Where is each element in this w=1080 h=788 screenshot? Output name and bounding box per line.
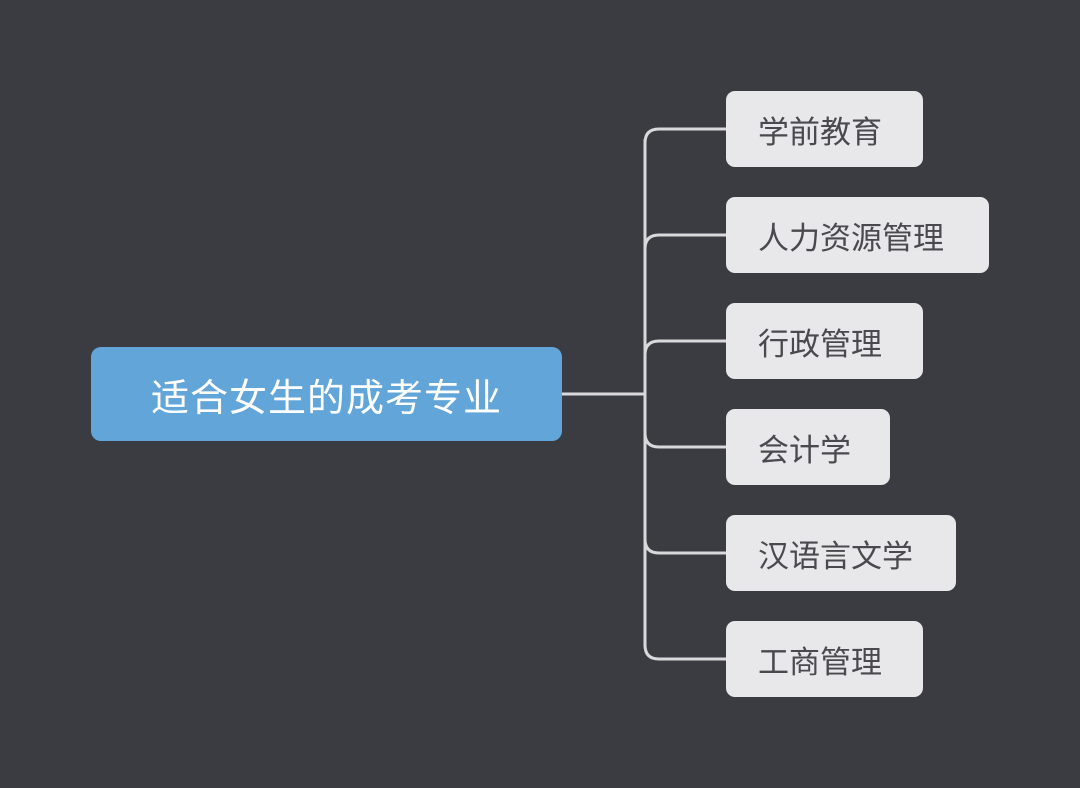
branch-node-4[interactable]: 会计学 (726, 409, 890, 485)
root-node-label: 适合女生的成考专业 (150, 375, 502, 420)
connector-branch-4 (643, 431, 728, 449)
branch-node-label: 人力资源管理 (758, 220, 944, 257)
connector-branch-1 (643, 127, 728, 145)
branch-node-label: 行政管理 (758, 326, 882, 363)
branch-node-label: 汉语言文学 (758, 538, 913, 575)
branch-node-2[interactable]: 人力资源管理 (726, 197, 989, 273)
branch-node-label: 学前教育 (758, 114, 882, 151)
connector-branch-6 (643, 643, 728, 661)
branch-node-5[interactable]: 汉语言文学 (726, 515, 956, 591)
branch-node-label: 会计学 (758, 432, 851, 469)
connector-branch-3 (643, 339, 728, 357)
branch-node-6[interactable]: 工商管理 (726, 621, 923, 697)
branch-node-1[interactable]: 学前教育 (726, 91, 923, 167)
branch-node-3[interactable]: 行政管理 (726, 303, 923, 379)
connector-branch-5 (643, 537, 728, 555)
branch-node-label: 工商管理 (758, 644, 882, 681)
root-node[interactable]: 适合女生的成考专业 (91, 347, 562, 441)
connector-branch-2 (643, 233, 728, 251)
